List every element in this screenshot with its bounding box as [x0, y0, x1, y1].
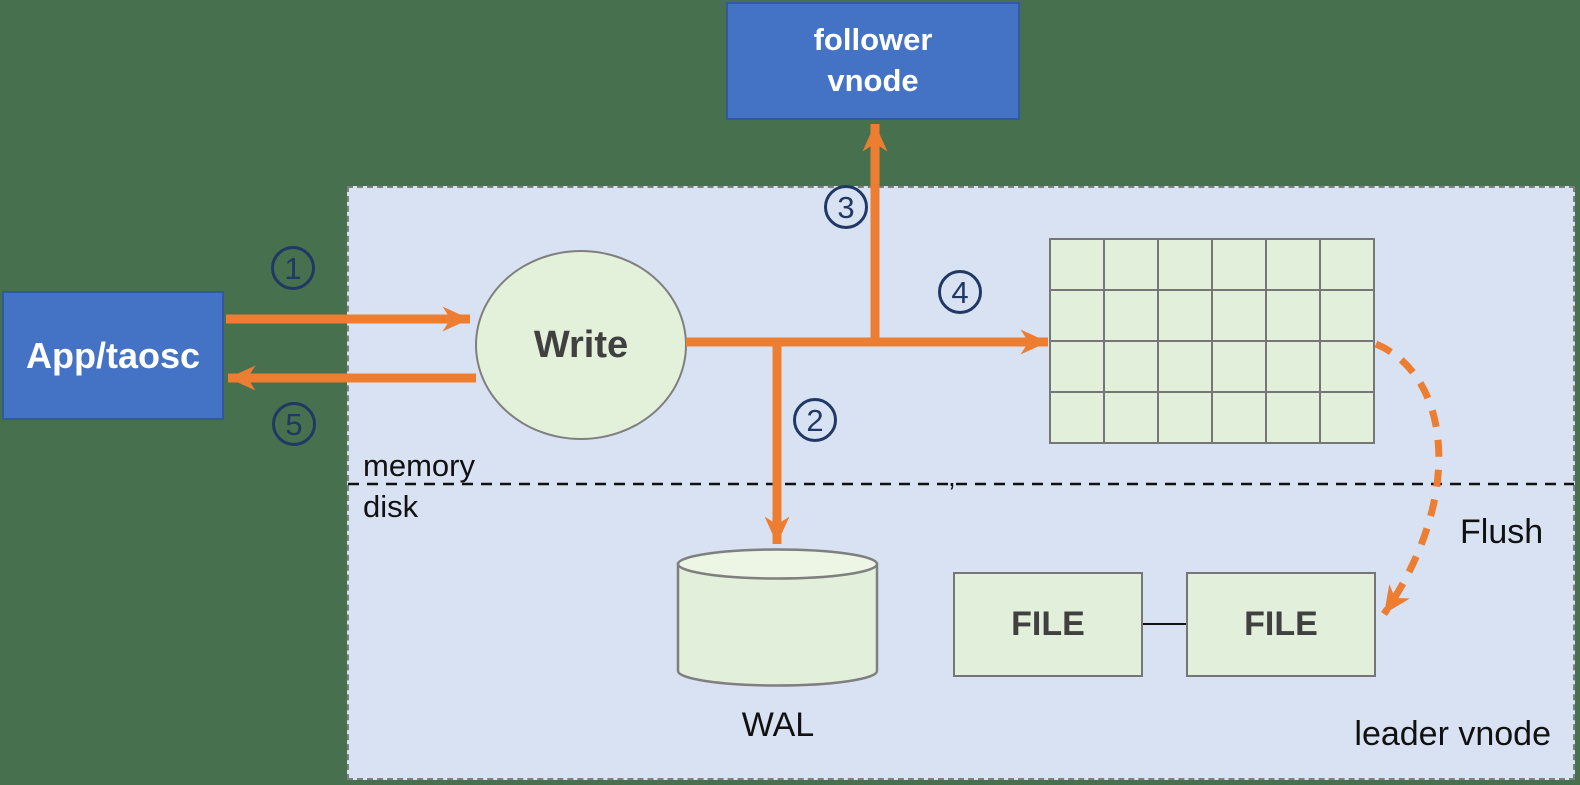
wal-cylinder-body	[676, 562, 879, 687]
grid-cell	[1321, 291, 1373, 340]
grid-cell	[1213, 393, 1265, 442]
step-badge-2: 2	[793, 398, 837, 442]
grid-cell	[1267, 393, 1319, 442]
memory-label: memory	[363, 448, 475, 483]
grid-cell	[1267, 342, 1319, 391]
follower-label-line1: follower	[813, 22, 933, 58]
grid-cell	[1321, 342, 1373, 391]
leader-vnode-label: leader vnode	[1354, 715, 1551, 753]
file-2-label: FILE	[1244, 605, 1318, 643]
grid-cell	[1159, 240, 1211, 289]
grid-cell	[1321, 393, 1373, 442]
follower-label-line2: vnode	[827, 63, 919, 98]
flush-label: Flush	[1460, 513, 1544, 551]
write-node: Write	[475, 250, 687, 440]
file-node-2: FILE	[1186, 572, 1376, 677]
grid-cell	[1159, 342, 1211, 391]
grid-cell	[1105, 393, 1157, 442]
step-badge-1: 1	[271, 246, 315, 290]
grid-cell	[1159, 393, 1211, 442]
file-node-1: FILE	[953, 572, 1143, 677]
grid-cell	[1213, 291, 1265, 340]
file-1-label: FILE	[1011, 605, 1085, 643]
grid-cell	[1105, 240, 1157, 289]
grid-cell	[1105, 342, 1157, 391]
flush-arrow	[1374, 340, 1443, 616]
mem-table-grid	[1049, 238, 1375, 444]
grid-cell	[1267, 291, 1319, 340]
follower-vnode-node: follower vnode	[726, 2, 1020, 120]
grid-cell	[1321, 240, 1373, 289]
wal-cylinder-top	[676, 548, 879, 580]
grid-cell	[1159, 291, 1211, 340]
grid-cell	[1213, 342, 1265, 391]
wal-label: WAL	[741, 706, 815, 744]
divider-tick-mark: ,	[948, 461, 956, 492]
step-badge-3: 3	[824, 185, 868, 229]
step-badge-5: 5	[272, 402, 316, 446]
grid-cell	[1051, 240, 1103, 289]
grid-cell	[1051, 291, 1103, 340]
grid-cell	[1051, 393, 1103, 442]
grid-cell	[1213, 240, 1265, 289]
grid-cell	[1267, 240, 1319, 289]
step-badge-4: 4	[938, 270, 982, 314]
app-taosc-node: App/taosc	[2, 291, 224, 420]
write-label: Write	[533, 323, 629, 366]
grid-cell	[1051, 342, 1103, 391]
grid-cell	[1105, 291, 1157, 340]
app-taosc-label: App/taosc	[25, 334, 201, 376]
disk-label: disk	[363, 489, 419, 524]
